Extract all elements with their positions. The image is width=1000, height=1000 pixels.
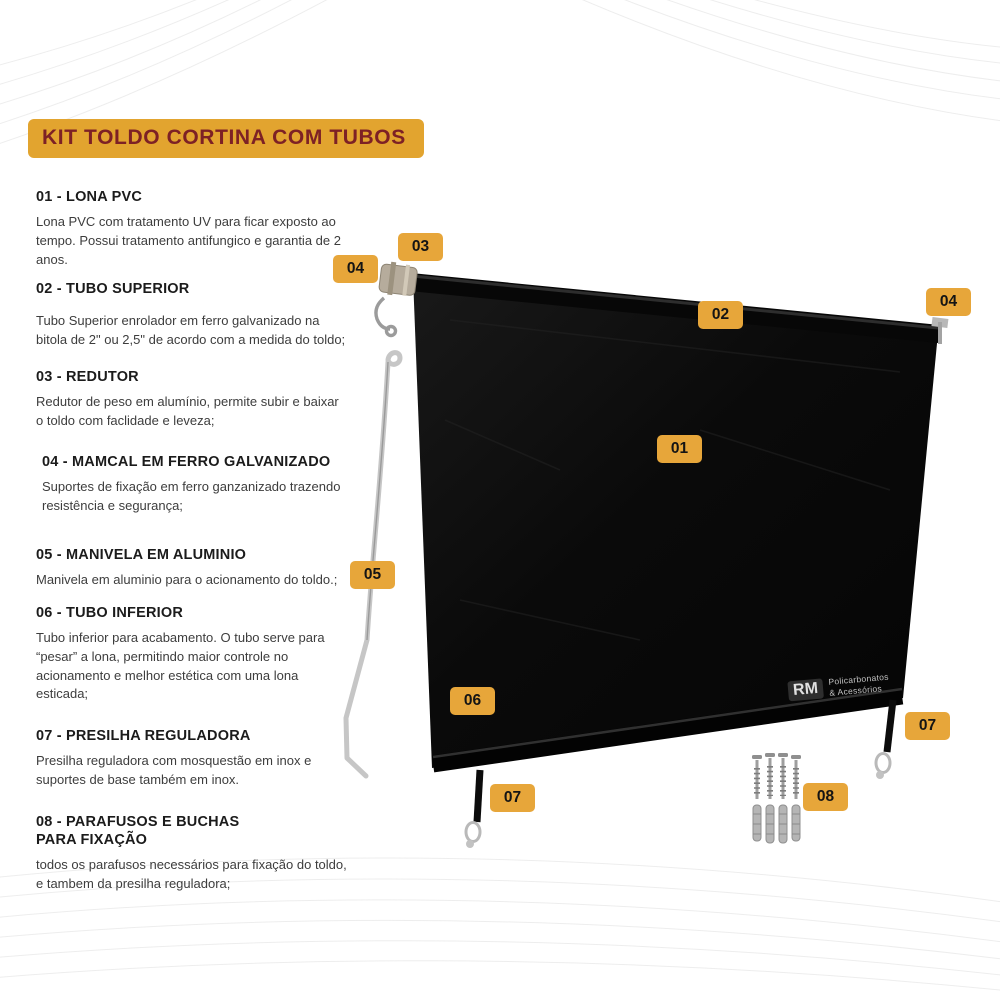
canvas-sheen	[444, 319, 901, 641]
item-07-presilha: 07 - PRESILHA REGULADORA Presilha regula…	[36, 727, 348, 790]
brand-logo: RM	[787, 678, 824, 702]
item-01-heading: 01 - LONA PVC	[36, 189, 142, 205]
badge-06: 06	[450, 687, 495, 715]
item-02-heading: 02 - TUBO SUPERIOR	[36, 281, 190, 297]
item-03-redutor: 03 - REDUTOR Redutor de peso em alumínio…	[36, 368, 348, 431]
badge-04-left: 04	[333, 255, 378, 283]
page-title: KIT TOLDO CORTINA COM TUBOS	[28, 119, 424, 158]
item-03-heading: 03 - REDUTOR	[36, 369, 139, 385]
item-08-heading: 08 - PARAFUSOS E BUCHAS PARA FIXAÇÃO	[36, 814, 240, 849]
top-tube-highlight	[401, 273, 939, 330]
badge-04-right: 04	[926, 288, 971, 316]
badge-08: 08	[803, 783, 848, 811]
top-tube	[399, 272, 940, 343]
item-01-body: Lona PVC com tratamento UV para ficar ex…	[36, 214, 341, 267]
badge-03: 03	[398, 233, 443, 261]
left-strap-clip	[464, 769, 484, 848]
badge-02: 02	[698, 301, 743, 329]
badge-01: 01	[657, 435, 702, 463]
item-05-body: Manivela em aluminio para o acionamento …	[36, 572, 338, 588]
item-02-tubo-superior: 02 - TUBO SUPERIOR Tubo Superior enrolad…	[36, 280, 348, 350]
bottom-tube-highlight	[432, 687, 903, 759]
right-strap-clip	[874, 699, 897, 779]
badge-07-left: 07	[490, 784, 535, 812]
item-08-parafusos: 08 - PARAFUSOS E BUCHAS PARA FIXAÇÃO tod…	[36, 813, 348, 894]
item-04-heading: 04 - MAMCAL EM FERRO GALVANIZADO	[42, 454, 331, 470]
item-08-body: todos os parafusos necessários para fixa…	[36, 857, 347, 891]
left-bracket-hook	[374, 296, 398, 338]
item-06-tubo-inferior: 06 - TUBO INFERIOR Tubo inferior para ac…	[36, 604, 348, 704]
crank-rod-shade	[366, 361, 389, 641]
item-04-body: Suportes de fixação em ferro ganzanizado…	[42, 479, 341, 513]
item-07-body: Presilha reguladora com mosquestão em in…	[36, 753, 312, 787]
item-04-mamcal: 04 - MAMCAL EM FERRO GALVANIZADO Suporte…	[42, 453, 348, 516]
badge-07-right: 07	[905, 712, 950, 740]
screws-and-anchors	[752, 753, 801, 844]
item-01-lona-pvc: 01 - LONA PVC Lona PVC com tratamento UV…	[36, 188, 348, 269]
item-06-heading: 06 - TUBO INFERIOR	[36, 605, 183, 621]
item-06-body: Tubo inferior para acabamento. O tubo se…	[36, 630, 325, 702]
item-07-heading: 07 - PRESILHA REGULADORA	[36, 728, 251, 744]
canvas-lona	[413, 277, 938, 768]
item-05-manivela: 05 - MANIVELA EM ALUMINIO Manivela em al…	[36, 546, 348, 590]
badge-05: 05	[350, 561, 395, 589]
reducer-end-cap	[378, 261, 418, 296]
item-02-body: Tubo Superior enrolador em ferro galvani…	[36, 313, 346, 347]
bottom-tube	[431, 687, 904, 773]
item-03-body: Redutor de peso em alumínio, permite sub…	[36, 394, 339, 428]
right-bracket	[931, 317, 949, 344]
item-05-heading: 05 - MANIVELA EM ALUMINIO	[36, 547, 247, 563]
